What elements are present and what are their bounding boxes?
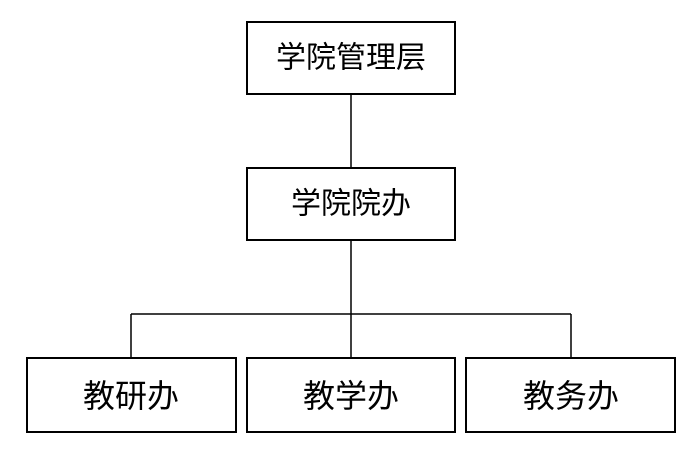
node-jiaoyanban-label: 教研办 <box>83 377 179 415</box>
node-college-management-label: 学院管理层 <box>276 41 426 76</box>
node-college-office: 学院院办 <box>246 167 456 241</box>
node-college-office-label: 学院院办 <box>291 187 411 222</box>
node-jiaowuban: 教务办 <box>465 357 676 433</box>
node-jiaoxueban: 教学办 <box>246 357 456 433</box>
node-jiaowuban-label: 教务办 <box>523 377 619 415</box>
node-jiaoxueban-label: 教学办 <box>303 377 399 415</box>
node-jiaoyanban: 教研办 <box>26 357 237 433</box>
node-college-management: 学院管理层 <box>246 21 456 95</box>
